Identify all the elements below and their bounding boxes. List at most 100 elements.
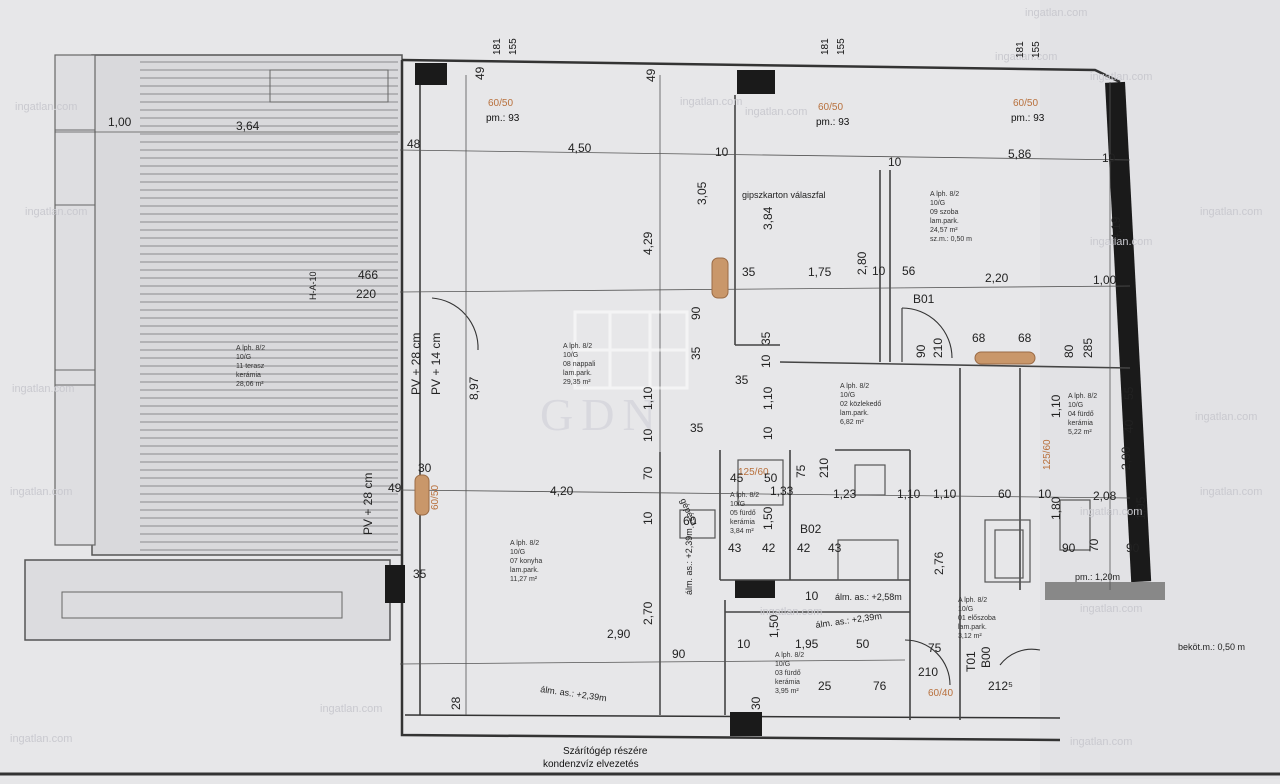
- door-b01: B01: [913, 292, 935, 306]
- dimension-d110: 1,10: [933, 487, 957, 501]
- dimension-d208: 2,08: [1093, 489, 1117, 503]
- watermark-text: ingatlan.com: [10, 486, 72, 498]
- dimension-d450: 4,50: [568, 141, 592, 155]
- dimension-d70: 70: [1087, 538, 1101, 552]
- dimension-d384: 3,84: [761, 206, 775, 230]
- dimension-d25: 25: [818, 679, 832, 693]
- room-label-03: 03 fürdő: [775, 670, 801, 677]
- terrace-feature: [269, 69, 389, 103]
- dimension-d285: 285: [1081, 338, 1095, 358]
- watermark-text: ingatlan.com: [320, 703, 382, 715]
- watermark-logo: [573, 310, 689, 390]
- dimension-d90: 90: [1126, 541, 1140, 555]
- room-label-05: 3,84 m²: [730, 528, 754, 535]
- room-label-03: A lph. 8/2: [775, 652, 804, 659]
- room-label-11: 10/G: [236, 354, 251, 361]
- dimension-d586: 5,86: [1008, 147, 1032, 161]
- room-label-07: 07 konyha: [510, 558, 542, 565]
- watermark-text: ingatlan.com: [680, 96, 742, 108]
- dimension-d43: 43: [828, 541, 842, 555]
- room-label-02: 10/G: [840, 392, 855, 399]
- top-dim: 155: [508, 38, 519, 55]
- plan-annotations: ingatlan.comingatlan.comingatlan.cominga…: [10, 7, 1262, 770]
- fixtures: [679, 459, 1091, 583]
- dimension-d56: 56: [902, 264, 916, 278]
- watermark-text: ingatlan.com: [10, 733, 72, 745]
- room-label-09: 24,57 m²: [930, 227, 958, 234]
- room-label-11: A lph. 8/2: [236, 345, 265, 352]
- dimension-d55: 55: [1122, 386, 1136, 400]
- dimension-d50: 50: [764, 471, 778, 485]
- dimension-d220: 2,20: [985, 271, 1009, 285]
- dimension-d305: 3,05: [695, 181, 709, 205]
- room-label-04: kerámia: [1068, 420, 1093, 427]
- room-label-05: kerámia: [730, 519, 755, 526]
- room-label-01: A lph. 8/2: [958, 597, 987, 604]
- dimension-d75: 75: [928, 641, 942, 655]
- dimension-d429: 4,29: [641, 231, 655, 255]
- room-label-05: A lph. 8/2: [730, 492, 759, 499]
- room-label-04: 10/G: [1068, 402, 1083, 409]
- dimension-d195: 1,95: [795, 637, 819, 651]
- dimension-d290: 2,90: [1119, 446, 1133, 470]
- room-label-08: A lph. 8/2: [563, 343, 592, 350]
- window-sill: pm.: 93: [1011, 113, 1045, 124]
- watermark-text: ingatlan.com: [15, 101, 77, 113]
- room-label-04: 04 fürdő: [1068, 411, 1094, 418]
- pv28b-label: PV + 28 cm: [361, 473, 375, 535]
- watermark-text: ingatlan.com: [1080, 603, 1142, 615]
- watermark-text: ingatlan.com: [1090, 236, 1152, 248]
- watermark-text: ingatlan.com: [12, 383, 74, 395]
- dimension-d110: 1,10: [761, 386, 775, 410]
- watermark-text: ingatlan.com: [745, 106, 807, 118]
- dimension-d270: 2,70: [641, 601, 655, 625]
- watermark-text: ingatlan.com: [1025, 7, 1087, 19]
- dimension-d49: 49: [473, 66, 487, 80]
- top-dim: 155: [836, 38, 847, 55]
- room-label-08: lam.park.: [563, 370, 592, 377]
- room-label-07: lam.park.: [510, 567, 539, 574]
- window-sill: pm.: 93: [816, 117, 850, 128]
- watermark-text: ingatlan.com: [1080, 506, 1142, 518]
- dimension-d10: 10: [737, 637, 751, 651]
- window-size: 60/50: [488, 98, 513, 109]
- room-label-02: 02 közlekedő: [840, 401, 881, 408]
- room-label-03: kerámia: [775, 679, 800, 686]
- top-dim: 181: [492, 38, 503, 55]
- dimension-d43: 43: [728, 541, 742, 555]
- room-label-08: 29,35 m²: [563, 379, 591, 386]
- dimension-d10: 10: [1102, 151, 1116, 165]
- room-label-03: 3,95 m²: [775, 688, 799, 695]
- terrace-bench: [61, 591, 343, 619]
- dimension-d42: 42: [797, 541, 811, 555]
- dimension-d220b: 220: [356, 287, 376, 301]
- dimension-d10: 10: [759, 354, 773, 368]
- ceiling-label: pm.: 1,20m: [1075, 572, 1120, 582]
- pv28a-label: PV + 28 cm: [409, 333, 423, 395]
- dimension-d42: 42: [762, 541, 776, 555]
- dimension-d110: 1,10: [1049, 394, 1063, 418]
- window-side: 60/50: [430, 485, 441, 510]
- ha10-label: H-A-10: [308, 271, 318, 300]
- dimension-d180: 1,80: [1049, 496, 1063, 520]
- dimension-d35: 35: [742, 265, 756, 279]
- watermark-text: ingatlan.com: [1200, 486, 1262, 498]
- dimension-d35: 35: [689, 346, 703, 360]
- room-label-07: 10/G: [510, 549, 525, 556]
- room-label-01: 3,12 m²: [958, 633, 982, 640]
- dimension-d75: 75: [794, 464, 808, 478]
- top-dim: 181: [820, 38, 831, 55]
- dimension-d35: 35: [690, 421, 704, 435]
- window-size: 60/50: [818, 102, 843, 113]
- room-label-09: 10/G: [930, 200, 945, 207]
- dimension-d364: 3,64: [236, 119, 260, 133]
- dimension-d90: 90: [1062, 541, 1076, 555]
- room-label-04: 5,22 m²: [1068, 429, 1092, 436]
- window-sill: pm.: 93: [486, 113, 520, 124]
- room-label-02: A lph. 8/2: [840, 383, 869, 390]
- room-label-07: 11,27 m²: [510, 576, 538, 583]
- door-swings: [431, 297, 1041, 686]
- thick-wall-right: [1105, 81, 1152, 583]
- dimension-d35: 35: [735, 373, 749, 387]
